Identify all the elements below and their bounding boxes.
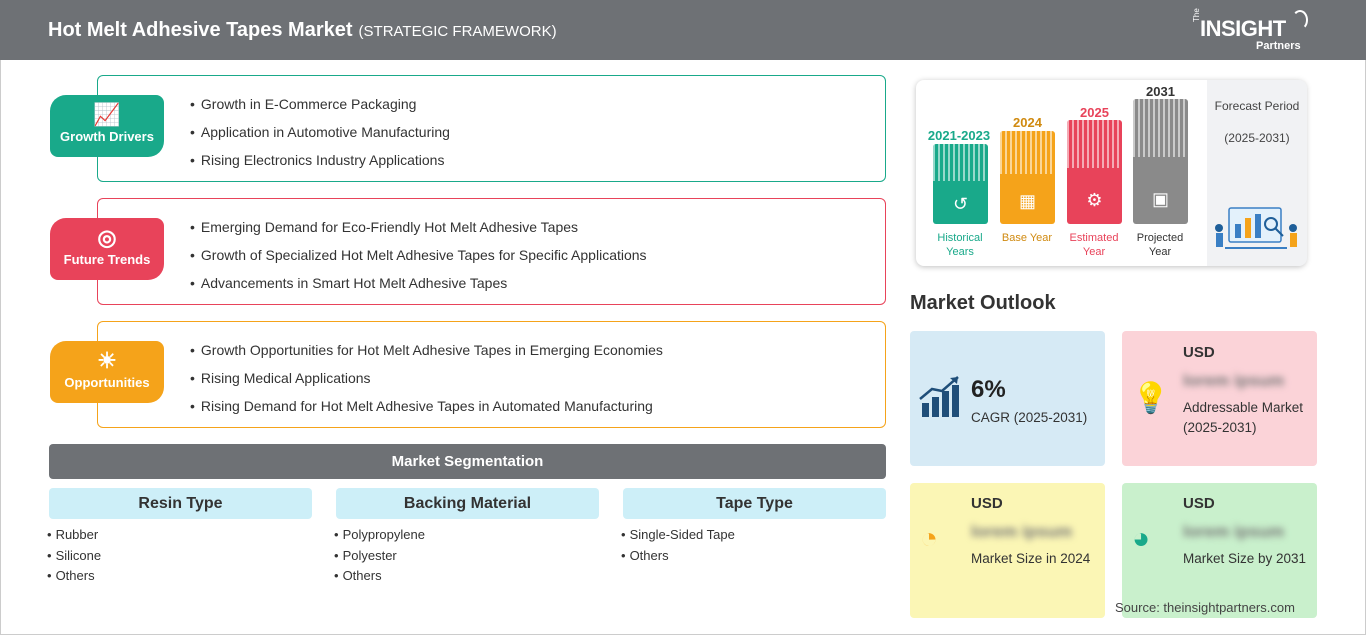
segment-list-backing-material: Polypropylene Polyester Others — [334, 526, 425, 588]
addressable-label: Addressable Market (2025-2031) — [1183, 400, 1304, 435]
header-bar: Hot Melt Adhesive Tapes Market(STRATEGIC… — [0, 0, 1366, 60]
growth-chart-icon — [919, 376, 959, 417]
page-title: Hot Melt Adhesive Tapes Market(STRATEGIC… — [48, 19, 557, 41]
cagr-label: CAGR (2025-2031) — [971, 410, 1088, 425]
timeline-caption-estimated: Estimated Year — [1069, 232, 1119, 258]
list-item: Silicone — [47, 547, 102, 568]
list-item: Polypropylene — [334, 526, 425, 547]
segment-heading-tape-type: Tape Type — [623, 488, 886, 519]
size2024-label: Market Size in 2024 — [971, 551, 1091, 566]
opportunities-list: Growth Opportunities for Hot Melt Adhesi… — [190, 340, 663, 424]
timeline-year-historical: 2021-2023 — [927, 128, 991, 143]
list-item: Rubber — [47, 526, 101, 547]
list-item: Growth in E-Commerce Packaging — [190, 94, 450, 122]
addressable-market-card: 💡 USD lorem ipsum Addressable Market (20… — [1122, 331, 1317, 466]
source-credit[interactable]: Source: theinsightpartners.com — [1115, 600, 1295, 615]
opportunities-badge: ☀ Opportunities — [50, 341, 164, 403]
target-icon: ◎ — [97, 225, 117, 250]
badge-label: Opportunities — [64, 375, 150, 390]
money-lightbulb-icon: 💡 — [1132, 382, 1170, 415]
lightbulb-hand-icon: ☀ — [97, 348, 117, 373]
addressable-usd: USD — [1183, 344, 1215, 361]
market-size-2031-card: ◕ USD lorem ipsum Market Size by 2031 — [1122, 483, 1317, 618]
growth-drivers-list: Growth in E-Commerce Packaging Applicati… — [190, 94, 450, 178]
forecast-label: Forecast Period(2025-2031) — [1214, 99, 1300, 145]
segment-list-resin-type: Rubber Silicone Others — [47, 526, 102, 588]
growth-drivers-box: Growth in E-Commerce Packaging Applicati… — [97, 75, 886, 182]
timeline-caption-projected: Projected Year — [1136, 232, 1184, 258]
presentation-icon: ▣ — [1151, 189, 1169, 209]
timeline-caption-base: Base Year — [1001, 232, 1053, 244]
list-item: Rising Medical Applications — [190, 368, 663, 396]
page-subtitle: (STRATEGIC FRAMEWORK) — [358, 23, 557, 40]
timeline-year-projected: 2031 — [1146, 84, 1175, 99]
history-icon: ↺ — [952, 194, 969, 214]
timeline-caption-historical: Historical Years — [937, 232, 983, 258]
list-item: Application in Automotive Manufacturing — [190, 122, 450, 150]
calendar-icon: ▦ — [1018, 191, 1036, 211]
forecast-period-panel: Forecast Period(2025-2031) — [1207, 80, 1307, 266]
badge-label: Future Trends — [63, 252, 151, 267]
list-item: Growth Opportunities for Hot Melt Adhesi… — [190, 340, 663, 368]
timeline-bar-estimated: ⚙ — [1067, 120, 1122, 224]
analyst-dashboard-icon — [1215, 207, 1297, 249]
list-item: Others — [621, 547, 735, 568]
settings-chart-icon: ⚙ — [1086, 190, 1103, 210]
list-item: Others — [334, 567, 425, 588]
market-outlook-title: Market Outlook — [910, 292, 1056, 314]
timeline-year-estimated: 2025 — [1080, 105, 1109, 120]
future-trends-box: Emerging Demand for Eco-Friendly Hot Mel… — [97, 198, 886, 305]
future-trends-list: Emerging Demand for Eco-Friendly Hot Mel… — [190, 217, 647, 301]
list-item: Single-Sided Tape — [621, 526, 735, 547]
timeline-bar-base: ▦ — [1000, 131, 1055, 224]
logo-partners-text: Partners — [1256, 40, 1301, 52]
addressable-value: lorem ipsum — [1183, 371, 1285, 390]
size2024-usd: USD — [971, 495, 1003, 512]
money-chart-icon: ◔ — [920, 522, 939, 555]
list-item: Emerging Demand for Eco-Friendly Hot Mel… — [190, 217, 647, 245]
growth-drivers-badge: 📈 Growth Drivers — [50, 95, 164, 157]
logo-main-text: INSIGHT — [1200, 16, 1286, 41]
size2024-value: lorem ipsum — [971, 522, 1073, 541]
list-item: Rising Electronics Industry Applications — [190, 150, 450, 178]
cagr-card: 6% CAGR (2025-2031) — [910, 331, 1105, 466]
growth-chart-icon: 📈 — [93, 102, 121, 127]
list-item: Others — [47, 567, 101, 588]
list-item: Polyester — [334, 547, 425, 568]
segment-list-tape-type: Single-Sided Tape Others — [621, 526, 735, 567]
money-growth-icon: ◕ — [1132, 522, 1151, 555]
cagr-value: 6% — [971, 376, 1006, 403]
segment-heading-resin-type: Resin Type — [49, 488, 312, 519]
logo-arc-icon — [1292, 10, 1308, 30]
insight-partners-logo[interactable]: The INSIGHT Partners — [1192, 8, 1312, 54]
timeline-year-base: 2024 — [1013, 115, 1042, 130]
market-segmentation-header: Market Segmentation — [49, 444, 886, 479]
list-item: Advancements in Smart Hot Melt Adhesive … — [190, 273, 647, 301]
timeline-bar-projected: ▣ — [1133, 99, 1188, 224]
badge-label: Growth Drivers — [60, 129, 154, 144]
list-item: Rising Demand for Hot Melt Adhesive Tape… — [190, 396, 663, 424]
timeline-bar-historical: ↺ — [933, 144, 988, 224]
segment-heading-backing-material: Backing Material — [336, 488, 599, 519]
future-trends-badge: ◎ Future Trends — [50, 218, 164, 280]
size2031-label: Market Size by 2031 — [1183, 551, 1307, 566]
opportunities-box: Growth Opportunities for Hot Melt Adhesi… — [97, 321, 886, 428]
size2031-value: lorem ipsum — [1183, 522, 1285, 541]
market-size-2024-card: ◔ USD lorem ipsum Market Size in 2024 — [910, 483, 1105, 618]
size2031-usd: USD — [1183, 495, 1215, 512]
list-item: Growth of Specialized Hot Melt Adhesive … — [190, 245, 647, 273]
